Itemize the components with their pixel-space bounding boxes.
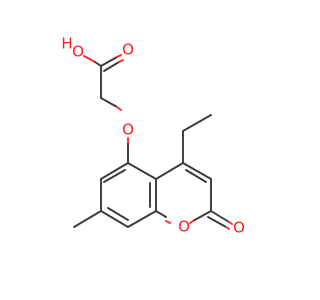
bond-ring-b-1	[155, 162, 184, 180]
bond-oh	[83, 55, 96, 63]
bond-ring-b-4	[192, 210, 212, 222]
molecule-diagram: H O O O O O	[61, 35, 245, 237]
bond-ether-red-left	[116, 106, 122, 111]
bond-ring-a-4	[127, 210, 157, 228]
bond-acid-c-carbonyl-1	[100, 56, 118, 67]
bond-lactone-carbonyl-red-2	[225, 226, 230, 230]
hydroxyl-oxygen-label: O	[72, 43, 84, 61]
bond-lactone-carbonyl-1	[210, 210, 230, 223]
bond-ring-b-5	[155, 210, 167, 218]
ring-oxygen-label: O	[178, 218, 190, 236]
bond-ring-a-3-inner	[107, 207, 129, 221]
acid-carbonyl-oxygen-label: O	[122, 41, 134, 59]
bond-ring-a-1	[100, 162, 129, 180]
bond-acid-c-oh	[94, 61, 102, 67]
hydroxyl-hydrogen-label: H	[61, 35, 72, 53]
lactone-carbonyl-oxygen-label: O	[233, 219, 245, 237]
bond-ch2-ether	[100, 97, 118, 108]
bond-methyl	[73, 210, 102, 228]
bond-ring-a-3	[100, 210, 129, 228]
bond-ring-a-6	[127, 162, 157, 180]
bond-lactone-carbonyl-red-1	[228, 221, 233, 225]
bond-ring-b-2	[182, 162, 212, 180]
bond-ring-o-right-red	[189, 220, 194, 224]
bond-acid-carbonyl-red-2	[118, 59, 124, 63]
bond-lactone-carbonyl-2	[207, 216, 227, 228]
bond-ring-b-2-inner	[185, 169, 207, 183]
bond-ethyl-2	[182, 114, 212, 132]
chemical-structure-canvas: H O O O O O	[61, 34, 245, 237]
bond-acid-carbonyl-red-1	[116, 54, 122, 58]
bond-ring-a-1-inner	[103, 169, 126, 183]
ether-oxygen-label: O	[122, 121, 134, 139]
bond-ring-o-left-red	[165, 220, 171, 224]
bond-acid-c-carbonyl-2	[103, 61, 120, 72]
